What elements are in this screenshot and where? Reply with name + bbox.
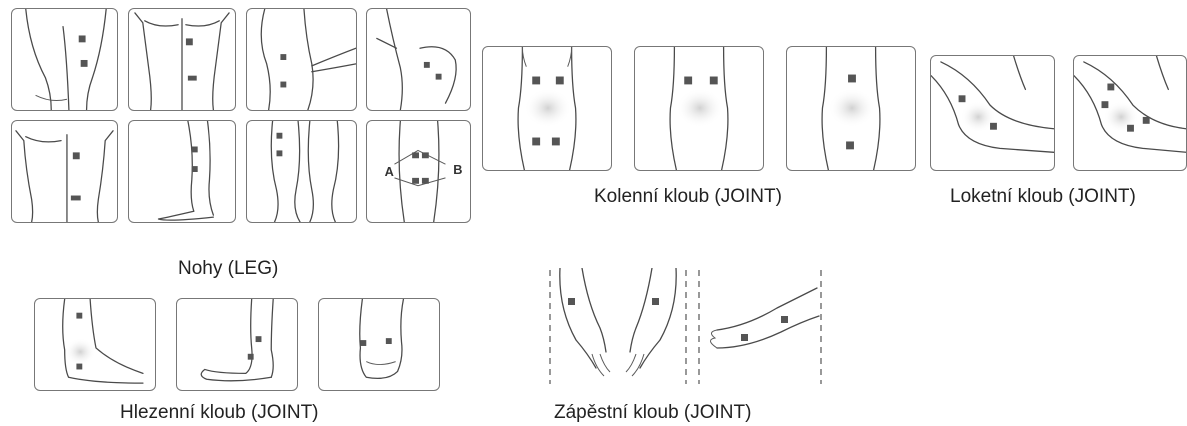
leg-side-thigh-panel [246,8,357,111]
ankle-panel-3 [318,298,440,391]
point-b-label: B [453,162,462,177]
wrist-panel-1 [548,268,688,386]
leg-calf-side-panel [128,120,236,223]
knee-panel-1 [482,46,612,171]
ankle-caption: Hlezenní kloub (JOINT) [120,402,319,424]
elbow-panel-2 [1073,55,1187,171]
leg-front-full-panel [11,120,118,223]
wrist-caption: Zápěstní kloub (JOINT) [554,402,751,424]
wrist-panel-2 [697,268,823,386]
ankle-panel-1 [34,298,156,391]
leg-caption: Nohy (LEG) [178,258,278,280]
knee-panel-3 [786,46,916,171]
leg-calf-back-panel [246,120,357,223]
leg-front-thigh-panel [11,8,118,111]
leg-back-thigh-panel [128,8,236,111]
point-a-label: A [385,164,394,179]
ankle-panel-2 [176,298,298,391]
leg-lateral-hip-panel [366,8,471,111]
knee-panel-2 [634,46,764,171]
elbow-panel-1 [930,55,1055,171]
knee-caption: Kolenní kloub (JOINT) [594,186,782,208]
leg-ab-placement-panel: A B [366,120,471,223]
elbow-caption: Loketní kloub (JOINT) [950,186,1136,208]
